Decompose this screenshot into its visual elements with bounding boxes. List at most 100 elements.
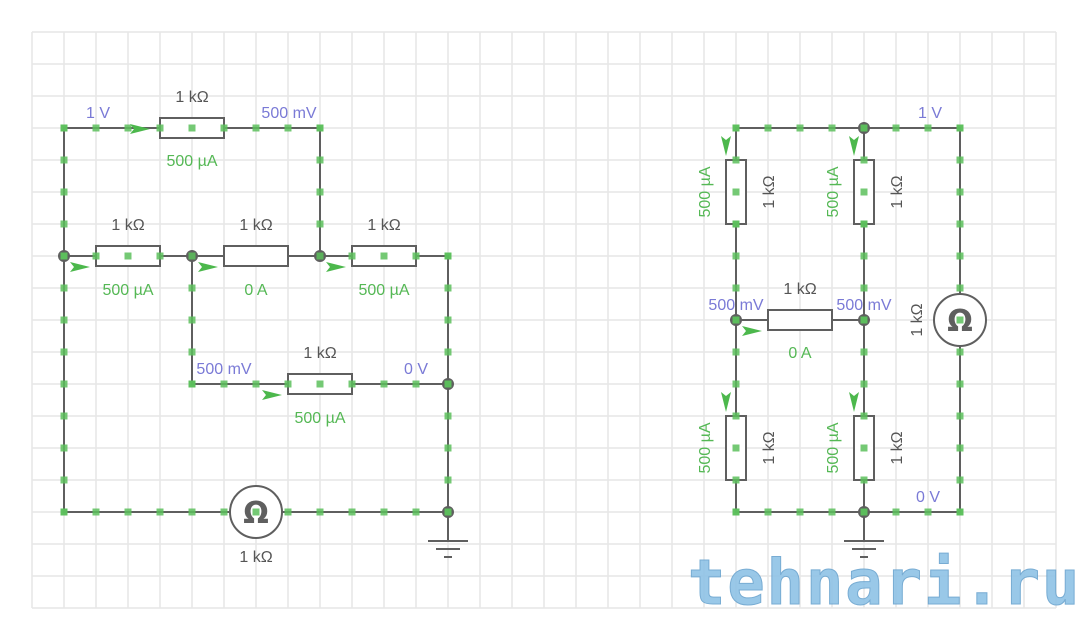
current-dot — [124, 508, 132, 516]
current-arrow-icon — [130, 124, 150, 134]
current-arrow-icon — [262, 390, 282, 400]
current-dot — [732, 476, 740, 484]
current-dot — [444, 348, 452, 356]
current-arrow-icon — [326, 262, 346, 272]
voltage-label: 500 mV — [261, 105, 316, 122]
current-dot — [444, 316, 452, 324]
current-dot — [92, 508, 100, 516]
current-dot — [124, 124, 132, 132]
current-dot — [956, 156, 964, 164]
current-dot — [860, 124, 868, 132]
resistance-label: 1 kΩ — [111, 217, 144, 234]
current-dot — [956, 188, 964, 196]
current-flow-dots — [60, 124, 964, 516]
voltage-label: 0 V — [916, 489, 940, 506]
current-dot — [380, 252, 388, 260]
current-arrow-icon — [849, 136, 859, 156]
current-dot — [732, 508, 740, 516]
voltage-label: 500 mV — [836, 297, 891, 314]
current-dot — [860, 156, 868, 164]
right-circuit: Ω 500 µA 1 kΩ 500 µA 1 kΩ 500 µA 1 kΩ 50… — [697, 105, 987, 558]
resistor[interactable] — [767, 309, 833, 331]
current-dot — [956, 316, 964, 324]
current-dot — [316, 252, 324, 260]
current-dot — [60, 316, 68, 324]
current-dot — [60, 284, 68, 292]
resistance-label: 1 kΩ — [239, 217, 272, 234]
current-dot — [956, 380, 964, 388]
current-dot — [924, 124, 932, 132]
current-dot — [60, 348, 68, 356]
current-dot — [316, 508, 324, 516]
current-dot — [764, 508, 772, 516]
current-dot — [956, 412, 964, 420]
current-dot — [828, 124, 836, 132]
current-dot — [892, 124, 900, 132]
current-arrow-icon — [721, 136, 731, 156]
current-dot — [220, 380, 228, 388]
current-dot — [60, 188, 68, 196]
current-dot — [732, 412, 740, 420]
current-dot — [956, 252, 964, 260]
current-dot — [412, 508, 420, 516]
current-dot — [860, 220, 868, 228]
voltage-label: 500 mV — [196, 361, 251, 378]
ground-icon — [844, 540, 884, 558]
current-dot — [188, 124, 196, 132]
resistor[interactable] — [223, 245, 289, 267]
resistance-label: 1 kΩ — [889, 175, 906, 208]
current-dot — [796, 508, 804, 516]
current-dot — [188, 252, 196, 260]
voltage-label: 1 V — [86, 105, 110, 122]
current-dot — [92, 124, 100, 132]
current-dot — [732, 124, 740, 132]
current-dot — [444, 380, 452, 388]
current-dot — [220, 124, 228, 132]
current-dot — [348, 252, 356, 260]
current-dot — [796, 124, 804, 132]
current-dot — [444, 508, 452, 516]
current-dot — [956, 476, 964, 484]
current-label: 500 µA — [166, 153, 217, 170]
current-dot — [380, 380, 388, 388]
resistance-label: 1 kΩ — [761, 431, 778, 464]
current-dot — [188, 380, 196, 388]
current-dot — [732, 188, 740, 196]
current-dot — [732, 444, 740, 452]
current-label: 500 µA — [102, 282, 153, 299]
current-dot — [860, 252, 868, 260]
current-dot — [860, 188, 868, 196]
ground-icon — [428, 540, 468, 558]
current-dot — [60, 220, 68, 228]
current-dot — [156, 124, 164, 132]
current-dot — [156, 508, 164, 516]
wire — [735, 127, 961, 294]
current-arrow-icon — [70, 262, 90, 272]
current-dot — [60, 444, 68, 452]
current-dot — [860, 412, 868, 420]
ohmmeter-reading: 1 kΩ — [909, 303, 926, 336]
current-label: 500 µA — [825, 422, 842, 473]
current-label: 500 µA — [294, 410, 345, 427]
current-dot — [60, 252, 68, 260]
current-dot — [956, 124, 964, 132]
current-dot — [156, 252, 164, 260]
resistance-label: 1 kΩ — [889, 431, 906, 464]
current-label: 500 µA — [358, 282, 409, 299]
current-dot — [860, 284, 868, 292]
current-dot — [60, 476, 68, 484]
resistance-label: 1 kΩ — [367, 217, 400, 234]
current-dot — [316, 380, 324, 388]
current-dot — [316, 220, 324, 228]
current-dot — [956, 284, 964, 292]
current-dot — [348, 508, 356, 516]
voltage-label: 0 V — [404, 361, 428, 378]
current-arrow-icon — [198, 262, 218, 272]
current-dot — [860, 316, 868, 324]
current-dot — [924, 508, 932, 516]
current-dot — [316, 124, 324, 132]
current-dot — [188, 316, 196, 324]
current-dot — [252, 380, 260, 388]
current-dot — [316, 156, 324, 164]
